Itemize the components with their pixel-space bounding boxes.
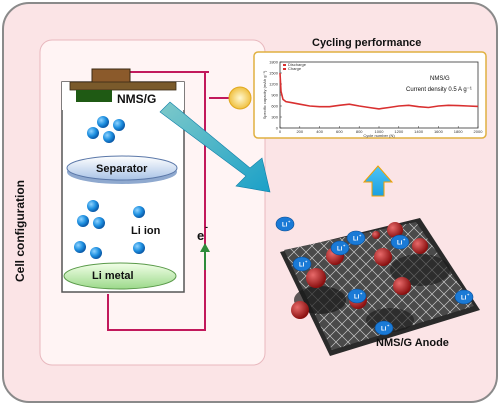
electron-superscript: - <box>205 222 208 232</box>
legend-entry: Charge <box>288 66 302 71</box>
y-tick-label: 1200 <box>269 82 279 87</box>
anode-slab <box>280 218 480 356</box>
li-plus-label: Li <box>337 247 343 253</box>
li-plus-label: Li <box>397 241 403 247</box>
li-plus-label: Li <box>354 295 360 301</box>
x-tick-label: 2000 <box>474 129 484 134</box>
x-tick-label: 0 <box>279 129 282 134</box>
electrode-cap <box>91 68 131 84</box>
li-ion-label: Li ion <box>131 225 161 237</box>
li-plus-label: Li <box>299 263 305 269</box>
li-plus-label: Li <box>353 237 359 243</box>
li-plus-label: Li <box>461 296 467 302</box>
circuit-wire-top <box>204 71 209 76</box>
li-plus-ion <box>275 216 295 232</box>
li-metal-disc <box>63 262 177 290</box>
x-tick-label: 1200 <box>394 129 404 134</box>
series-line-discharge <box>279 72 479 110</box>
li-plus-superscript: + <box>467 292 470 297</box>
red-particle <box>393 277 411 295</box>
li-ion-ball <box>97 116 109 128</box>
y-tick-label: 900 <box>271 93 278 98</box>
y-tick-label: 1500 <box>269 71 279 76</box>
li-plus-superscript: + <box>305 259 308 264</box>
x-tick-label: 200 <box>296 129 303 134</box>
li-ion-ball <box>113 119 125 131</box>
separator-label: Separator <box>96 163 148 175</box>
x-tick-label: 1800 <box>454 129 464 134</box>
nms-g-layer <box>76 90 112 102</box>
li-ion-ball <box>93 217 105 229</box>
y-tick-label: 0 <box>276 126 279 131</box>
x-tick-label: 1000 <box>375 129 385 134</box>
red-particle <box>387 222 403 238</box>
x-tick-label: 1400 <box>414 129 424 134</box>
electron-arrow-head <box>200 243 210 252</box>
li-plus-ion <box>346 230 366 246</box>
transfer-arrow <box>159 101 271 193</box>
red-particle <box>306 268 326 288</box>
li-ion-ball <box>74 241 86 253</box>
red-particle <box>291 301 309 319</box>
y-tick-label: 1800 <box>269 60 279 65</box>
current-collector <box>69 81 177 91</box>
electron-label: e <box>197 228 204 243</box>
li-plus-superscript: + <box>343 243 346 248</box>
red-particle <box>412 238 428 254</box>
separator-disc <box>66 155 178 181</box>
li-ion-ball <box>103 131 115 143</box>
li-plus-ion <box>347 288 367 304</box>
li-ion-ball <box>77 215 89 227</box>
li-plus-ions: Li+Li+Li+Li+Li+Li+Li+Li+ <box>275 216 474 336</box>
chart-annotation-material: NMS/G <box>430 76 450 82</box>
li-ion-ball <box>90 247 102 259</box>
anode-title: NMS/G Anode <box>376 337 449 349</box>
side-title: Cell configuration <box>13 180 27 282</box>
x-tick-label: 1600 <box>434 129 444 134</box>
li-ion-cluster-upper <box>87 116 125 143</box>
x-tick-label: 400 <box>316 129 323 134</box>
legend-entry: Discharge <box>288 62 307 67</box>
y-tick-label: 300 <box>271 115 278 120</box>
up-arrow <box>362 165 394 197</box>
red-particle <box>372 231 380 239</box>
y-axis-label: Specific capacity (mAh g⁻¹) <box>262 70 267 119</box>
x-tick-label: 800 <box>356 129 363 134</box>
li-ion-ball <box>87 127 99 139</box>
li-plus-ion <box>330 240 350 256</box>
li-metal-label: Li metal <box>92 270 134 282</box>
li-plus-superscript: + <box>387 323 390 328</box>
chart-annotation-current: Current density 0.5 A g⁻¹ <box>406 87 472 93</box>
red-particle <box>374 248 392 266</box>
li-plus-ion <box>390 234 410 250</box>
chart-panel <box>253 51 487 139</box>
li-ion-ball <box>87 200 99 212</box>
li-plus-superscript: + <box>359 233 362 238</box>
li-ion-cluster-middle <box>74 200 145 259</box>
y-tick-label: 600 <box>271 104 278 109</box>
li-plus-superscript: + <box>360 291 363 296</box>
li-plus-label: Li <box>381 327 387 333</box>
legend-swatch <box>283 68 286 70</box>
li-ion-ball <box>133 206 145 218</box>
li-plus-ion <box>374 320 394 336</box>
x-tick-label: 600 <box>336 129 343 134</box>
li-plus-superscript: + <box>403 237 406 242</box>
li-ion-ball <box>133 242 145 254</box>
bulb-icon <box>228 86 252 110</box>
li-plus-ion <box>292 256 312 272</box>
li-plus-label: Li <box>282 223 288 229</box>
x-axis-label: Cycle number (N) <box>363 133 395 138</box>
cycling-title: Cycling performance <box>312 37 421 49</box>
li-plus-ion <box>454 289 474 305</box>
li-plus-superscript: + <box>288 219 291 224</box>
cathode-label: NMS/G <box>117 92 156 106</box>
legend-swatch <box>283 64 286 66</box>
